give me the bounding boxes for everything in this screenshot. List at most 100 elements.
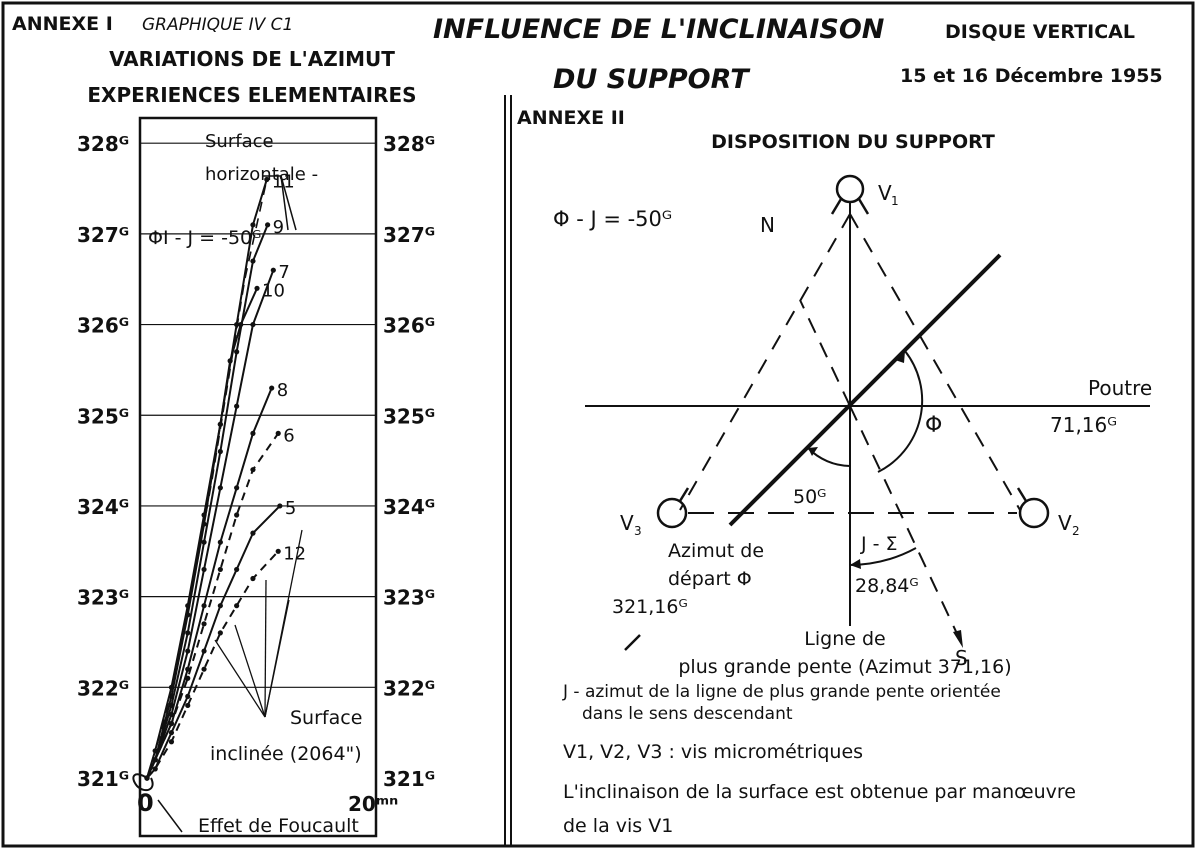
v1-screw-leg <box>830 198 843 215</box>
dashed-guide-line <box>146 179 268 779</box>
triangle-side <box>679 213 851 511</box>
series-label-8: 8 <box>277 380 288 401</box>
y-tick-label-left: 326ᴳ <box>77 314 129 338</box>
series-line-6 <box>146 432 280 779</box>
data-point-6 <box>275 430 281 436</box>
v3-screw-leg <box>678 487 690 502</box>
y-tick-label-right: 328ᴳ <box>383 132 435 156</box>
data-point-10 <box>254 285 260 291</box>
data-point-9 <box>185 630 191 636</box>
v3-screw-icon <box>656 497 688 529</box>
data-point-12 <box>275 548 281 554</box>
data-point-9 <box>201 539 207 545</box>
data-point-10 <box>238 321 244 328</box>
y-tick-label-right: 323ᴳ <box>383 586 435 610</box>
data-point-6 <box>234 512 240 518</box>
main-title-line2: DU SUPPORT <box>553 64 751 95</box>
data-point-6 <box>168 720 175 727</box>
annotation-horizontal-surface-1: Surface <box>205 131 274 152</box>
series-line-12 <box>146 550 279 779</box>
data-point-12 <box>152 766 158 772</box>
y-tick-label-right: 322ᴳ <box>383 676 435 700</box>
pointer-line <box>264 579 267 718</box>
y-tick-label-left: 321ᴳ <box>77 767 129 791</box>
phi-symbol: Φ <box>925 413 942 438</box>
data-point-12 <box>185 702 191 709</box>
pointer-line <box>214 639 266 718</box>
azimuth-line <box>728 253 1002 527</box>
slope-arrow-icon <box>953 630 963 648</box>
data-point-12 <box>168 739 175 745</box>
pointer-line <box>264 529 303 718</box>
v3-sub: 3 <box>634 524 642 538</box>
left-heading1: VARIATIONS DE L'AZIMUT <box>109 47 395 71</box>
y-tick-label-right: 324ᴳ <box>383 495 435 519</box>
dates-label: 15 et 16 Décembre 1955 <box>900 65 1163 87</box>
south-label: S <box>955 646 968 670</box>
v1-screw-leg <box>857 198 870 215</box>
data-point-10 <box>201 512 207 518</box>
legend-incl-2: de la vis V1 <box>563 815 673 837</box>
data-point-10 <box>217 421 223 427</box>
data-point-10 <box>168 684 175 690</box>
y-tick-label-left: 325ᴳ <box>77 404 129 428</box>
north-label: N <box>760 213 775 237</box>
x-origin-label: 0 <box>137 789 154 817</box>
azimuth-line-tail <box>624 634 641 651</box>
plot-frame <box>138 116 378 838</box>
data-point-11 <box>234 321 240 328</box>
y-tick-label-left: 324ᴳ <box>77 495 129 519</box>
slope-line <box>849 405 961 641</box>
annotation-inclined-1: Surface <box>290 707 362 729</box>
phi-arc <box>877 350 924 473</box>
series-label-5: 5 <box>285 498 296 519</box>
angle50-arrow-icon <box>808 447 818 456</box>
data-point-5 <box>185 693 191 699</box>
disposition-title: DISPOSITION DU SUPPORT <box>711 131 995 153</box>
data-point-12 <box>201 666 207 672</box>
series-label-12: 12 <box>283 543 306 564</box>
series-label-6: 6 <box>283 425 294 446</box>
data-point-7 <box>234 403 240 409</box>
data-point-12 <box>234 603 240 609</box>
x-end-label: 20ᵐⁿ <box>348 792 398 816</box>
legend-incl-1: L'inclinaison de la surface est obtenue … <box>563 781 1076 803</box>
data-point-6 <box>250 467 256 473</box>
series-label-9: 9 <box>273 217 284 238</box>
angle50-label: 50ᴳ <box>793 486 826 508</box>
data-point-7 <box>250 321 256 328</box>
data-point-5 <box>234 566 240 573</box>
data-point-9 <box>250 258 256 264</box>
v3-label: V <box>620 511 634 535</box>
y-tick-label-left: 322ᴳ <box>77 676 129 700</box>
data-point-8 <box>269 385 275 391</box>
ligne-label-2: plus grande pente (Azimut 371,16) <box>678 656 1011 678</box>
data-point-9 <box>217 448 223 455</box>
data-point-7 <box>217 485 223 491</box>
data-point-5 <box>201 648 207 654</box>
data-point-5 <box>217 603 223 609</box>
y-tick-label-right: 321ᴳ <box>383 767 435 791</box>
data-point-8 <box>250 430 256 436</box>
data-point-8 <box>201 603 207 609</box>
data-point-6 <box>185 675 191 681</box>
main-title-line1: INFLUENCE DE L'INCLINAISON <box>433 14 885 45</box>
data-point-12 <box>250 575 256 582</box>
annotation-foucault: Effet de Foucault <box>198 815 359 837</box>
y-tick-label-left: 328ᴳ <box>77 132 129 156</box>
data-point-5 <box>277 503 283 509</box>
data-point-11 <box>250 222 256 228</box>
disk-label: DISQUE VERTICAL <box>945 21 1135 43</box>
v2-screw-leg <box>1016 487 1028 502</box>
data-point-7 <box>185 648 191 654</box>
annotation-inclined-2: inclinée (2064") <box>210 743 362 765</box>
data-point-12 <box>217 630 223 636</box>
pointer-line <box>234 624 266 718</box>
v1-sub: 1 <box>891 194 899 208</box>
data-point-7 <box>201 566 207 573</box>
series-line-5 <box>146 505 281 779</box>
v1-label: V <box>878 181 892 205</box>
legend-j-1: J - azimut de la ligne de plus grande pe… <box>562 682 1001 702</box>
